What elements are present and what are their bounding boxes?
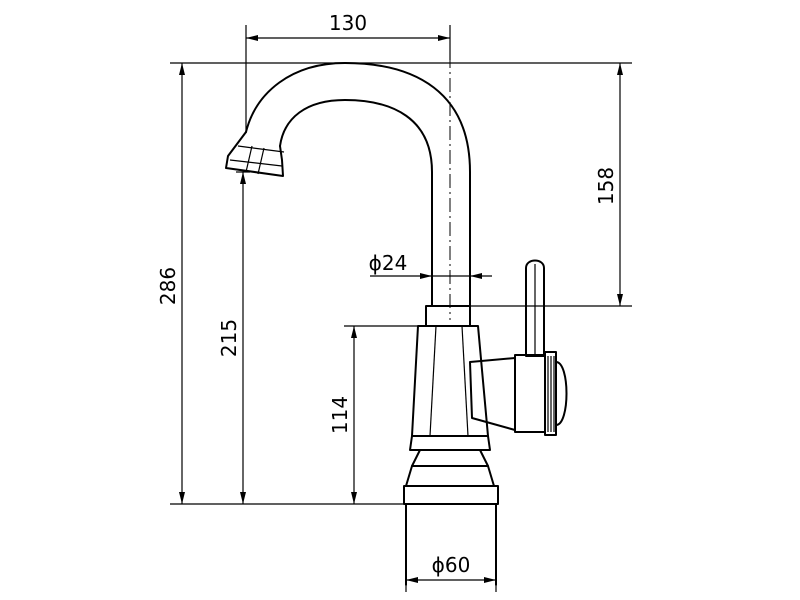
- dimension-spout-reach: 130: [246, 11, 450, 41]
- spout-outer: [245, 62, 471, 307]
- dimension-spout-height: 158: [594, 63, 623, 306]
- mounting-shank: [405, 503, 497, 586]
- svg-text:215: 215: [217, 319, 241, 357]
- spout-inner: [279, 99, 433, 307]
- faucet-outline: [225, 30, 568, 586]
- base-neck: [409, 435, 491, 451]
- base-ring: [403, 485, 499, 505]
- spout-collar: [425, 305, 471, 327]
- extension-lines: [170, 25, 632, 592]
- aerator-nozzle: [225, 131, 285, 177]
- svg-text:114: 114: [328, 396, 352, 434]
- handle-lever: [525, 259, 545, 357]
- svg-text:158: 158: [594, 167, 618, 205]
- dimension-body-height: 114: [328, 326, 357, 504]
- svg-text:286: 286: [156, 267, 180, 305]
- svg-text:ϕ24: ϕ24: [369, 251, 408, 275]
- dimension-overall-height: 286: [156, 63, 185, 504]
- svg-text:130: 130: [329, 11, 367, 35]
- side-housing: [469, 357, 516, 431]
- svg-text:ϕ60: ϕ60: [432, 553, 471, 577]
- dimension-spout-diameter: ϕ24: [369, 251, 492, 279]
- dimension-base-diameter: ϕ60: [406, 553, 496, 583]
- dimension-outlet-height: 215: [217, 172, 246, 504]
